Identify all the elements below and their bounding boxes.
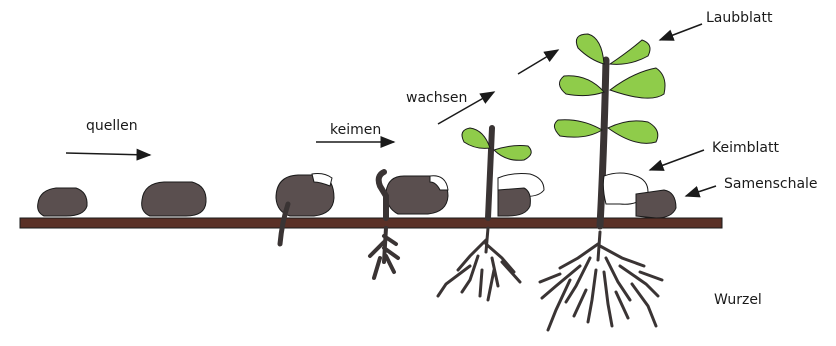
seed-radicle-stage [275, 173, 335, 247]
label-wachsen: wachsen [406, 90, 468, 106]
label-laubblatt: Laubblatt [706, 10, 773, 26]
arrow-wachsen-2 [517, 49, 560, 75]
label-quellen: quellen [86, 118, 138, 134]
seed-dry [37, 187, 88, 217]
young-plant [436, 125, 545, 302]
seedling-keimen [368, 169, 449, 280]
label-keimblatt: Keimblatt [712, 140, 779, 156]
arrow-samenschale [684, 185, 717, 198]
label-wurzel: Wurzel [714, 292, 762, 308]
label-keimen: keimen [330, 122, 382, 138]
arrow-laubblatt [658, 23, 703, 41]
mature-plant [538, 33, 677, 332]
soil-line [19, 217, 723, 229]
arrow-quellen [65, 148, 152, 161]
seed-swollen [141, 181, 207, 217]
label-samenschale: Samenschale [724, 176, 818, 192]
arrow-wachsen [437, 91, 496, 125]
arrow-keimblatt [648, 149, 705, 171]
